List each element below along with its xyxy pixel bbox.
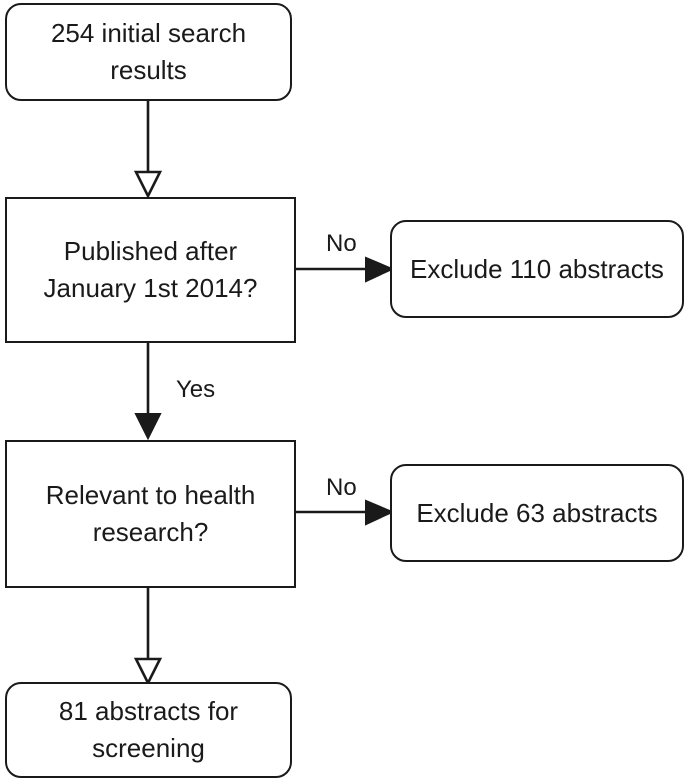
decision-box-relevance-text: Relevant to health research? [45,480,256,547]
start-box-text: 254 initial search results [50,18,247,85]
end-box-text: 81 abstracts for screening [58,696,239,763]
exclude-box-relevance: Exclude 63 abstracts [390,464,684,562]
open-arrowhead-2 [133,657,163,686]
end-box: 81 abstracts for screening [5,682,292,778]
open-arrowhead-1 [133,170,163,199]
decision-box-date: Published after January 1st 2014? [5,197,296,343]
filled-arrowhead-3 [365,499,395,526]
filled-arrowhead-2 [365,256,395,283]
decision-box-relevance: Relevant to health research? [5,440,296,588]
exclude-box-relevance-text: Exclude 63 abstracts [416,497,658,528]
decision-box-date-text: Published after January 1st 2014? [43,236,258,303]
filled-arrowhead-1 [134,413,162,441]
start-box: 254 initial search results [5,3,292,101]
edge-label-date-no: No [326,230,357,257]
edge-label-date-yes: Yes [176,376,216,403]
exclude-box-date: Exclude 110 abstracts [390,220,684,318]
edge-label-relevance-no: No [326,474,357,501]
exclude-box-date-text: Exclude 110 abstracts [410,253,664,284]
